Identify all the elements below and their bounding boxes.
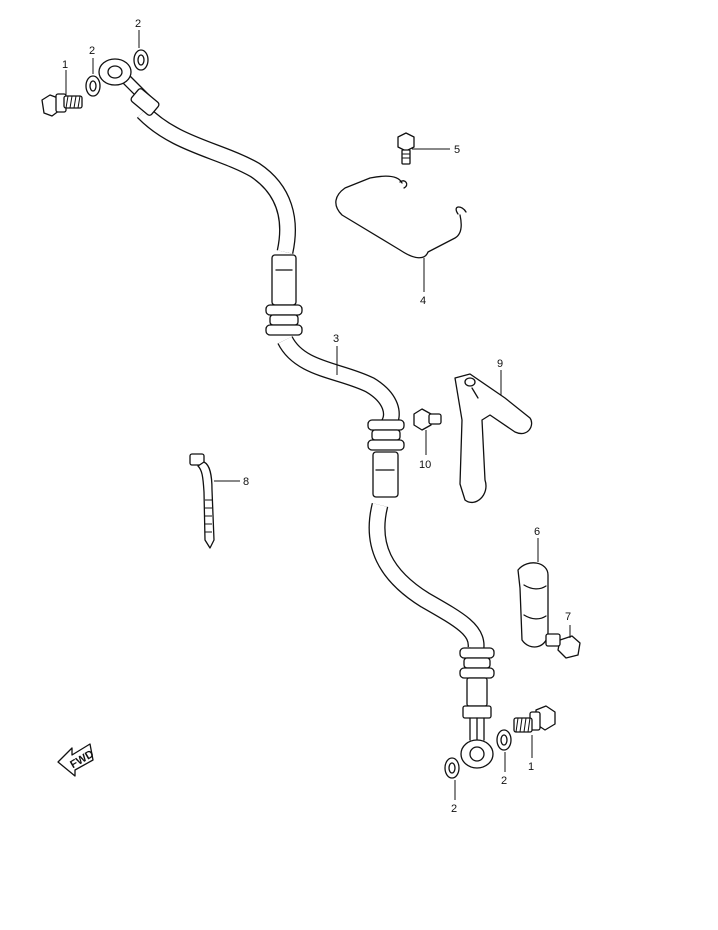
leader-lines	[65, 30, 571, 800]
washer-top-a	[85, 75, 101, 97]
callout-2-bottom-a: 2	[501, 775, 507, 787]
callout-3: 3	[333, 333, 339, 345]
union-bolt-bottom	[513, 705, 556, 733]
washer-bottom-a	[496, 729, 512, 751]
bolt-5	[397, 132, 415, 165]
callout-7: 7	[565, 611, 571, 623]
callout-4: 4	[420, 295, 426, 307]
callout-2-top-a: 2	[89, 45, 95, 57]
callout-10: 10	[419, 459, 431, 471]
clamp-9	[454, 373, 533, 504]
callout-2-bottom-b: 2	[451, 803, 457, 815]
union-bolt-top	[41, 93, 83, 117]
callout-8: 8	[243, 476, 249, 488]
callout-5: 5	[454, 144, 460, 156]
callout-2-top-b: 2	[135, 18, 141, 30]
callouts: 1 2 2 3 4 5 6 7 8 9 10 1 2 2	[62, 18, 571, 815]
callout-9: 9	[497, 358, 503, 370]
bolt-10	[413, 408, 442, 431]
cable-tie-8	[189, 453, 215, 549]
callout-1-bottom: 1	[528, 761, 534, 773]
brake-hose	[98, 58, 495, 769]
washer-bottom-b	[444, 757, 460, 779]
callout-1-top: 1	[62, 59, 68, 71]
washer-top-b	[133, 49, 149, 71]
callout-6: 6	[534, 526, 540, 538]
fwd-arrow-icon: FWD	[57, 743, 96, 777]
clamp-6	[517, 562, 549, 648]
guide-wire	[335, 175, 467, 259]
bolt-7	[545, 633, 581, 659]
